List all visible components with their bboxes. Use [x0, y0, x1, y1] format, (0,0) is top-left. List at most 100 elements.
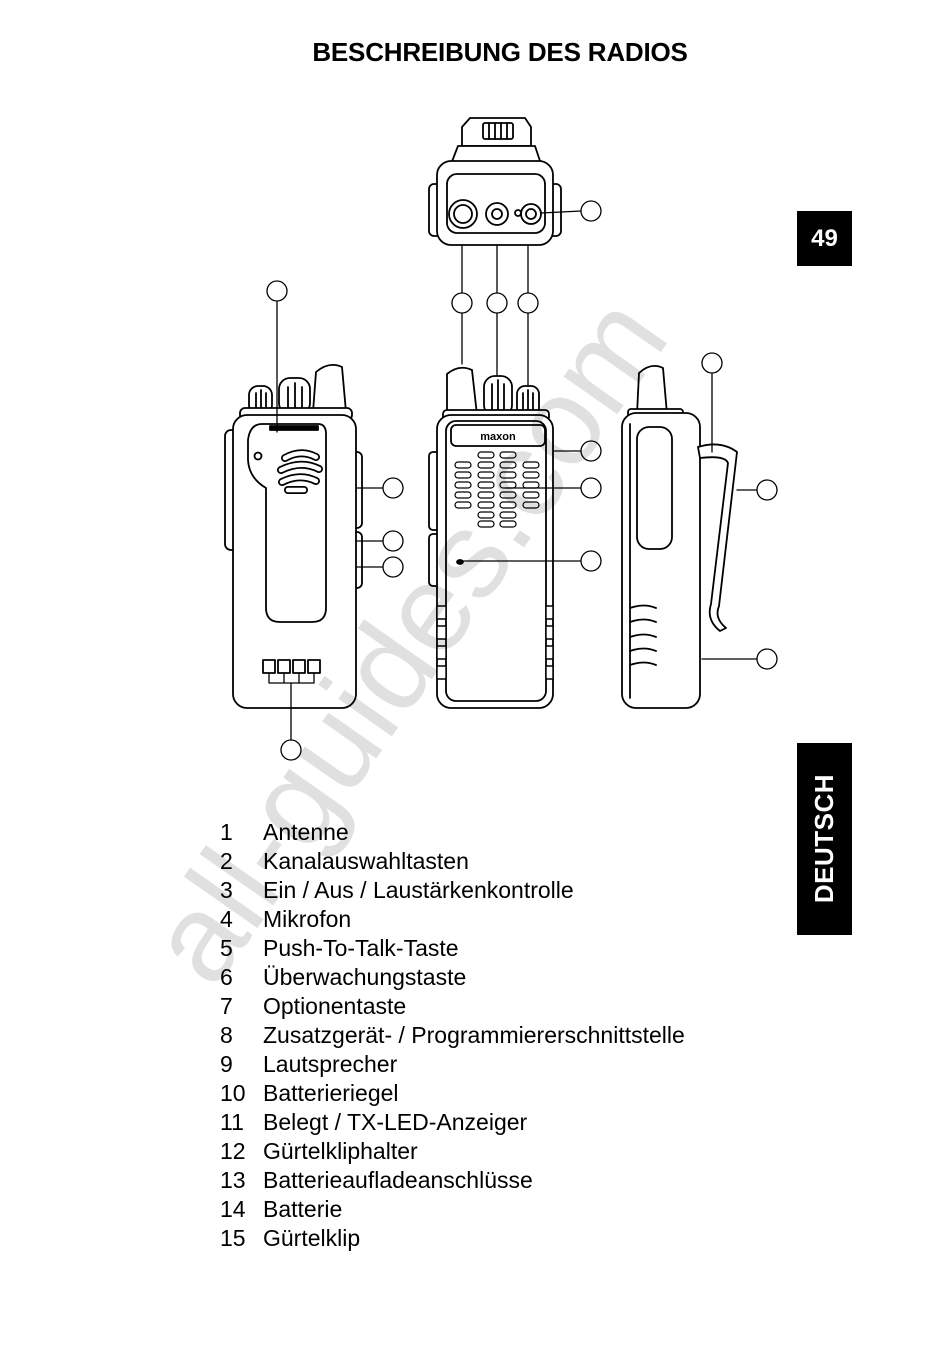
belt-clip: [247, 423, 327, 623]
speaker-grill: [454, 451, 540, 528]
front-channel-knob-ridges: [491, 379, 505, 413]
speaker-slot: [499, 491, 517, 499]
callout-circle: [580, 477, 602, 499]
speaker-slot: [454, 471, 472, 479]
speaker-slot: [522, 501, 540, 509]
callout-circles: [266, 200, 778, 761]
callout-circle: [580, 440, 602, 462]
side-belt-clip: [697, 443, 738, 632]
callout-circle: [382, 556, 404, 578]
speaker-slot: [499, 451, 517, 459]
leader-lines: [268, 210, 758, 741]
latch-notch: [545, 645, 554, 660]
list-item: 11 Belegt / TX-LED-Anzeiger: [220, 1108, 780, 1137]
callout-circle: [701, 352, 723, 374]
item-number: 6: [220, 964, 233, 990]
charging-contact: [262, 659, 276, 674]
item-number: 11: [220, 1109, 244, 1135]
battery-grip-grooves: [629, 604, 657, 666]
item-number: 15: [220, 1225, 246, 1251]
speaker-slot: [499, 520, 517, 528]
charging-contacts: [262, 659, 321, 674]
radio-side-view: [621, 364, 738, 709]
radio-front-view: maxon: [428, 366, 554, 709]
leader-line: [268, 672, 315, 741]
speaker-slot: [454, 491, 472, 499]
item-number: 13: [220, 1167, 246, 1193]
speaker-slot: [499, 501, 517, 509]
grip-groove: [629, 633, 657, 638]
radio-top-view: [428, 117, 562, 246]
speaker-slot: [454, 501, 472, 509]
charging-contact: [277, 659, 291, 674]
rear-antenna: [312, 363, 347, 413]
grill-slot-inner: [278, 462, 322, 473]
list-item: 9 Lautsprecher: [220, 1050, 780, 1079]
speaker-slot: [499, 511, 517, 519]
item-label: Optionentaste: [263, 993, 407, 1019]
callout-circle: [280, 739, 302, 761]
callout-circle: [266, 280, 288, 302]
item-label: Belegt / TX-LED-Anzeiger: [263, 1109, 528, 1135]
grip-groove: [629, 661, 657, 666]
grill-slot-inner: [279, 475, 319, 485]
callout-circle: [580, 550, 602, 572]
callout-circle: [382, 530, 404, 552]
item-number: 10: [220, 1080, 246, 1106]
grip-groove: [629, 604, 657, 609]
charging-contact: [292, 659, 306, 674]
led-indicator-top: [514, 209, 522, 217]
front-antenna: [446, 366, 478, 416]
item-number: 1: [220, 819, 233, 845]
speaker-slot: [499, 461, 517, 469]
latch-notch: [436, 665, 447, 680]
brand-plate: [450, 424, 546, 447]
speaker-slot: [522, 471, 540, 479]
speaker-slot: [522, 481, 540, 489]
charging-contact: [307, 659, 321, 674]
page-title: BESCHREIBUNG DES RADIOS: [312, 37, 688, 67]
callout-circle: [756, 479, 778, 501]
latch-notch: [436, 605, 447, 620]
item-label: Lautsprecher: [263, 1051, 398, 1077]
item-number: 12: [220, 1138, 246, 1164]
speaker-slot: [522, 461, 540, 469]
accessory-jack-inner: [453, 204, 473, 224]
speaker-slot: [454, 461, 472, 469]
speaker-slot: [499, 471, 517, 479]
item-number: 2: [220, 848, 233, 874]
busy-tx-led: [456, 559, 464, 565]
speaker-slot: [477, 520, 495, 528]
grill-slot-inner: [282, 451, 319, 461]
belt-clip-rivet: [253, 451, 263, 461]
item-label: Mikrofon: [263, 906, 352, 932]
channel-knob-top-inner: [491, 208, 503, 220]
list-item: 2 Kanalauswahltasten: [220, 847, 780, 876]
connector-thread-lines: [488, 122, 508, 140]
item-label: Batterie: [263, 1196, 343, 1222]
leader-line: [540, 210, 582, 214]
list-item: 1 Antenne: [220, 818, 780, 847]
callout-circle: [451, 292, 473, 314]
speaker-slot: [499, 481, 517, 489]
volume-knob-top-inner: [525, 208, 537, 220]
item-number: 9: [220, 1051, 233, 1077]
item-label: Kanalauswahltasten: [263, 848, 469, 874]
battery-latch-notches: [436, 605, 554, 680]
belt-clip-holder: [636, 426, 673, 550]
item-label: Antenne: [263, 819, 349, 845]
brand-logo: maxon: [480, 431, 516, 443]
speaker-slot: [477, 491, 495, 499]
speaker-slot: [477, 481, 495, 489]
latch-notch: [545, 625, 554, 640]
grip-groove: [629, 618, 657, 623]
callout-circle: [756, 648, 778, 670]
grip-groove: [629, 647, 657, 652]
connector-thread: [482, 122, 514, 140]
